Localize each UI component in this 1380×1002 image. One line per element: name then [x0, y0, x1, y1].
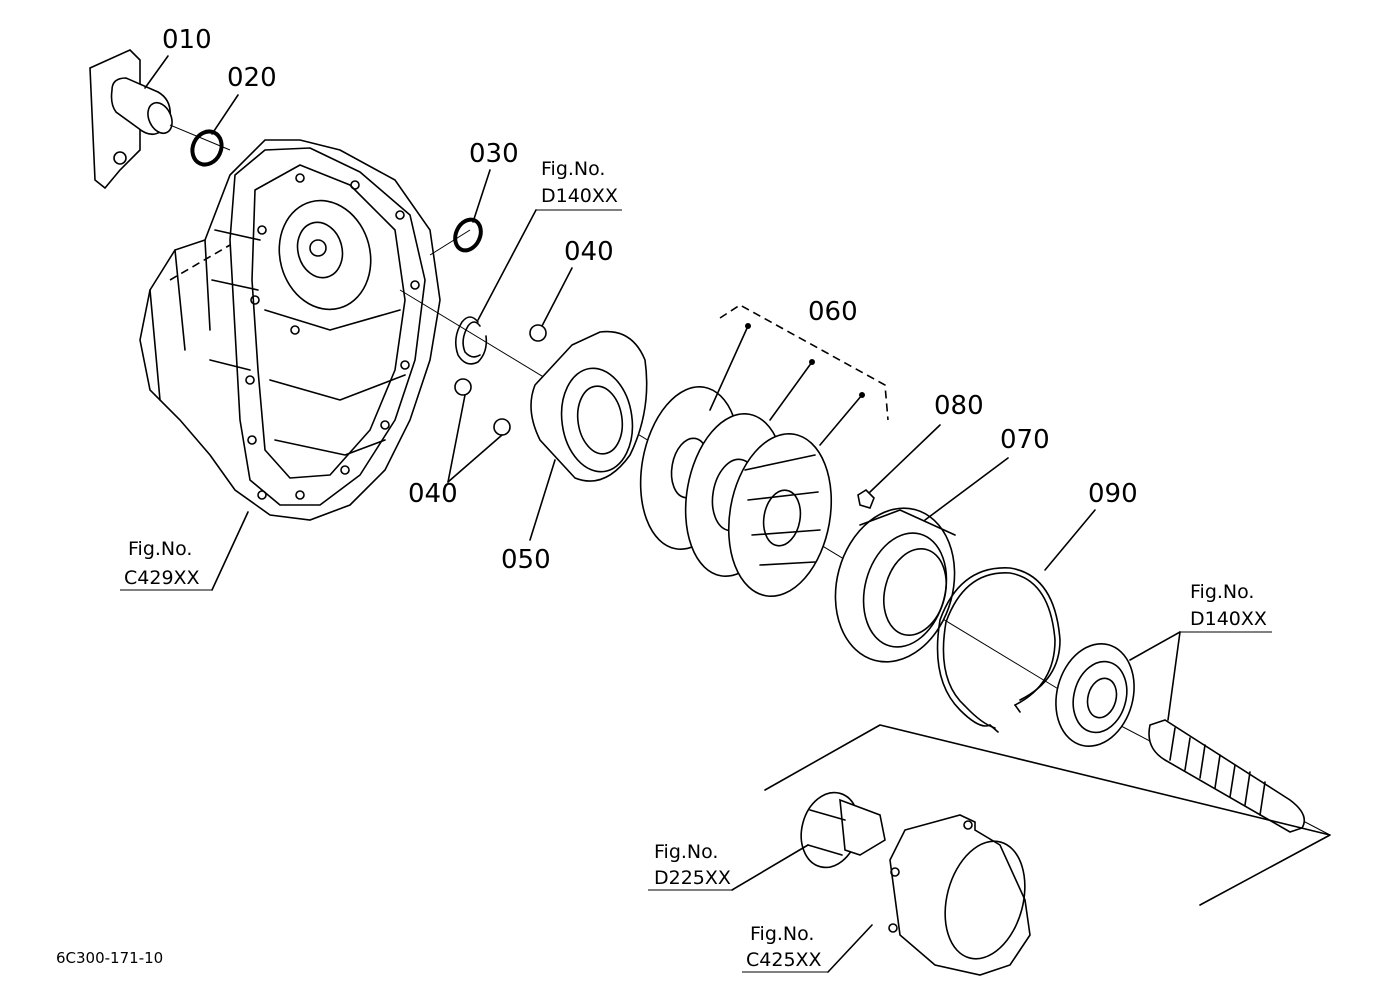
label-080: 080 [934, 391, 984, 421]
label-leaders [144, 55, 1096, 571]
svg-text:C425XX: C425XX [746, 949, 822, 971]
label-030: 030 [469, 139, 519, 169]
snap-ring[interactable] [454, 316, 488, 365]
part-030-o-ring[interactable] [450, 215, 485, 254]
svg-text:D140XX: D140XX [1190, 608, 1267, 630]
figure-reference-d140-right: Fig.No. D140XX [1129, 581, 1272, 721]
part-060-group-bracket [719, 304, 889, 421]
svg-text:C429XX: C429XX [124, 567, 200, 589]
part-040-ball-left[interactable] [454, 378, 472, 396]
part-060-clutch-discs[interactable] [628, 323, 865, 604]
label-060: 060 [808, 297, 858, 327]
svg-text:Fig.No.: Fig.No. [541, 158, 605, 180]
splined-shaft[interactable] [1148, 719, 1306, 833]
shaft-assembly-frame [764, 724, 1331, 906]
housing-bolt-holes [245, 173, 420, 500]
label-040-bottom: 040 [408, 479, 458, 509]
part-050-pressure-plate[interactable] [530, 330, 648, 482]
svg-text:D225XX: D225XX [654, 867, 731, 889]
label-050: 050 [501, 545, 551, 575]
label-010: 010 [162, 25, 212, 55]
figure-reference-c425: Fig.No. C425XX [742, 923, 873, 973]
part-070-piston[interactable] [819, 495, 971, 676]
label-020: 020 [227, 63, 277, 93]
label-090: 090 [1088, 479, 1138, 509]
part-040-ball-right[interactable] [493, 418, 511, 436]
part-080-pin[interactable] [857, 488, 875, 509]
svg-text:D140XX: D140XX [541, 185, 618, 207]
label-070: 070 [1000, 425, 1050, 455]
part-020-o-ring[interactable] [187, 127, 227, 170]
svg-text:Fig.No.: Fig.No. [750, 923, 814, 945]
svg-text:Fig.No.: Fig.No. [128, 538, 192, 560]
figure-reference-c429: Fig.No. C429XX [120, 511, 249, 591]
rear-housing[interactable] [888, 814, 1037, 976]
svg-text:Fig.No.: Fig.No. [654, 841, 718, 863]
part-090-snap-ring[interactable] [936, 567, 1061, 733]
part-010-bracket-pin[interactable] [89, 49, 231, 190]
figure-reference-d225: Fig.No. D225XX [648, 841, 809, 891]
label-040-top: 040 [564, 237, 614, 267]
diagram-code: 6C300-171-10 [56, 949, 163, 967]
housing-case[interactable] [139, 139, 441, 521]
part-040-ball-top[interactable] [529, 324, 547, 342]
svg-text:Fig.No.: Fig.No. [1190, 581, 1254, 603]
figure-reference-d140-top: Fig.No. D140XX [477, 158, 622, 321]
part-labels: 010 020 030 040 040 050 060 070 080 090 [162, 25, 1138, 575]
bearing[interactable] [1045, 635, 1145, 755]
coupling[interactable] [793, 786, 886, 874]
